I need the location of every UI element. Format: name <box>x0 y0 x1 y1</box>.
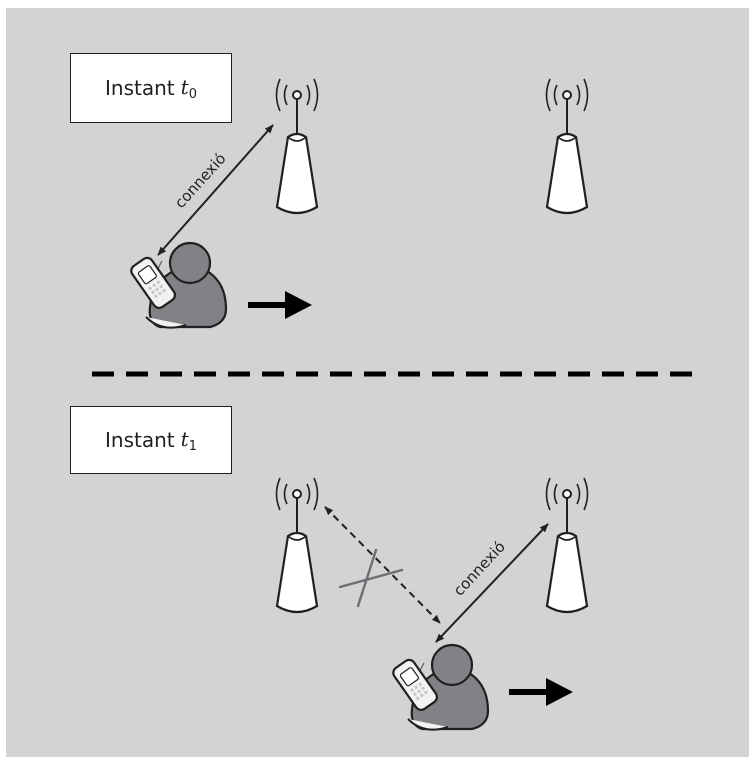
instant-t1-word: Instant <box>105 428 175 452</box>
diagram-background <box>6 8 749 757</box>
antenna-icon <box>275 476 319 614</box>
mobile-user-icon <box>127 241 228 329</box>
connection-arrow-t0 <box>157 124 274 256</box>
instant-t0-label: Instant t0 <box>70 53 232 123</box>
instant-t1-label: Instant t1 <box>70 406 232 474</box>
instant-t0-var: t0 <box>180 74 197 102</box>
antenna-icon <box>275 77 319 215</box>
connection-label-t1: connexió <box>450 538 509 600</box>
direction-arrow-icon <box>509 678 573 706</box>
connection-arrow-t1 <box>435 523 549 643</box>
broken-connection-arrow <box>324 506 441 624</box>
antenna-icon <box>545 77 589 215</box>
broken-link-cross-icon <box>338 548 404 608</box>
instant-t0-word: Instant <box>105 76 175 100</box>
direction-arrow-icon <box>248 291 312 319</box>
instant-t1-var: t1 <box>180 426 197 454</box>
antenna-icon <box>545 476 589 614</box>
connection-label-t0: connexió <box>171 150 230 212</box>
mobile-user-icon <box>389 643 490 731</box>
